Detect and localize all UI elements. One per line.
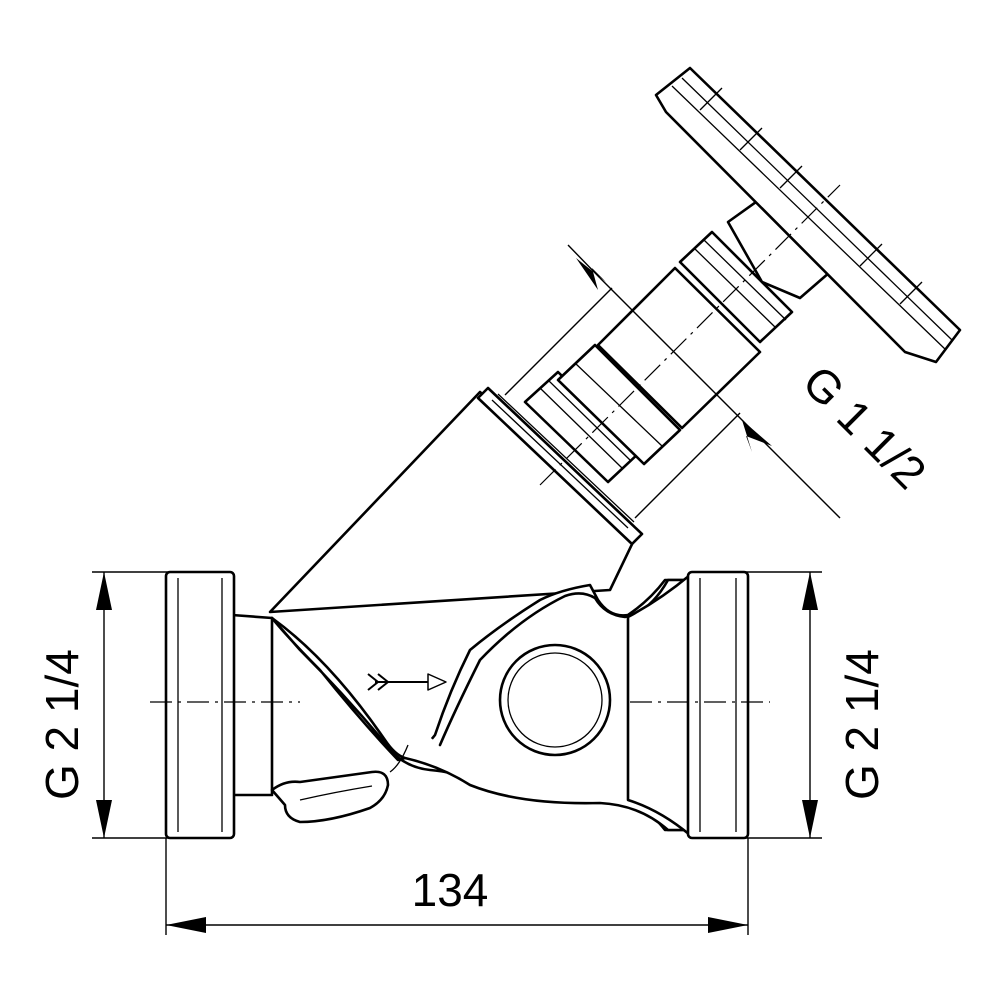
- flow-arrow-icon: [367, 673, 447, 691]
- valve-stem-assembly: [523, 230, 794, 484]
- bonnet-thread-dimension: [504, 244, 841, 519]
- outlet-thread-dimension: [740, 571, 822, 839]
- inlet-thread-label: G 2 1/4: [36, 649, 88, 800]
- outlet-neck: [626, 573, 692, 837]
- bonnet-flange: [476, 386, 644, 546]
- valve-body: [230, 573, 692, 837]
- dimension-arrow-icon: [802, 800, 818, 838]
- handwheel: [654, 66, 962, 364]
- inlet-neck: [230, 613, 274, 797]
- inlet-flange-body: [164, 570, 236, 840]
- dimension-arrow-icon: [166, 917, 206, 933]
- inlet-flange: [164, 570, 236, 840]
- handwheel-rim: [654, 66, 962, 364]
- valve-bonnet: [268, 386, 644, 614]
- drain-lug: [270, 770, 390, 824]
- dimension-arrow-icon: [96, 800, 112, 838]
- body-port: [498, 643, 612, 757]
- dimension-arrow-icon: [96, 572, 112, 610]
- dimension-arrow-icon: [802, 572, 818, 610]
- overall-length-dimension: [165, 838, 749, 935]
- outlet-flange: [686, 570, 750, 840]
- body-shell: [270, 578, 692, 832]
- dimension-arrow-icon: [742, 420, 772, 452]
- bonnet-thread-label: G 1 1/2: [793, 355, 936, 498]
- outlet-thread-label: G 2 1/4: [836, 649, 888, 800]
- dimension-arrow-icon: [576, 258, 606, 290]
- dimension-arrow-icon: [708, 917, 748, 933]
- overall-length-label: 134: [412, 864, 489, 916]
- outlet-flange-body: [686, 570, 750, 840]
- center-lines: [150, 184, 841, 703]
- stem-sleeve: [596, 266, 762, 430]
- inlet-thread-dimension: [92, 571, 170, 839]
- stem-nut: [678, 230, 794, 344]
